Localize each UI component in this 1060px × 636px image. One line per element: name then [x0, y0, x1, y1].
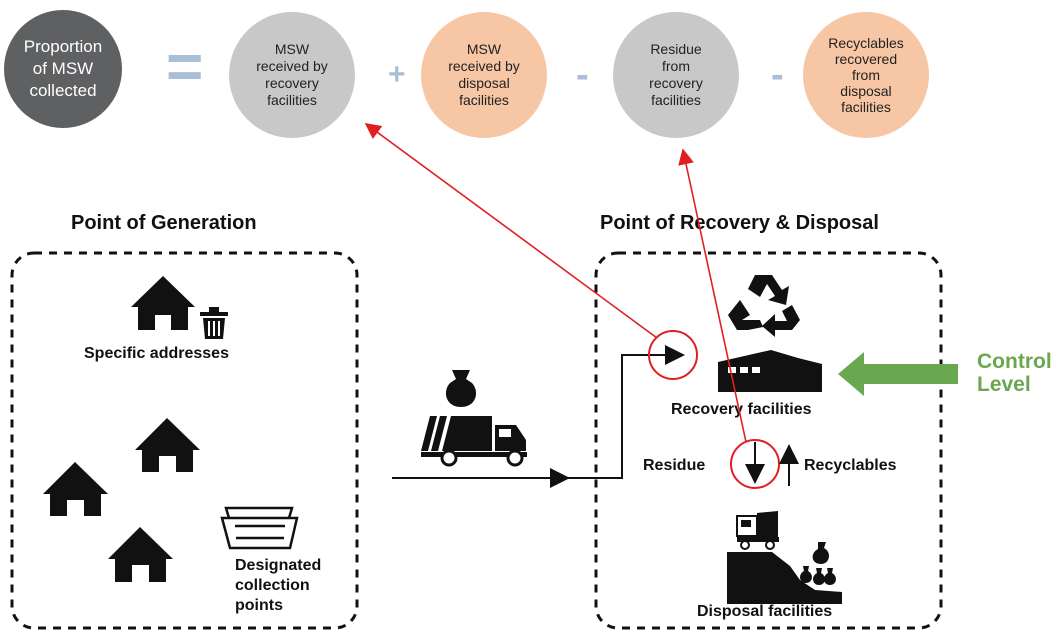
house-icon — [108, 527, 173, 582]
control-level-arrow — [838, 352, 958, 396]
proportion-collected-label: Proportion of MSW collected — [23, 37, 103, 100]
minus-operator-2: - — [771, 54, 784, 96]
designated-points-label: Designated collection points — [235, 557, 322, 614]
generation-box — [10, 251, 359, 630]
msw-disposal-label: MSW received by disposal facilities — [448, 41, 520, 108]
msw-recovery-label: MSW received by recovery facilities — [256, 41, 328, 108]
residue-recovery-label: Residue from recovery facilities — [649, 41, 703, 108]
residue-label: Residue — [643, 457, 706, 474]
factory-icon — [718, 350, 822, 392]
control-level-label: Control Level — [977, 350, 1052, 396]
specific-addresses-label: Specific addresses — [84, 345, 229, 362]
proportion-collected-circle: Proportion of MSW collected — [4, 10, 122, 128]
recyclables-disposal-label: Recyclables recovered from disposal faci… — [828, 35, 904, 115]
residue-recovery-circle: Residue from recovery facilities — [613, 12, 739, 138]
recovery-heading: Point of Recovery & Disposal — [600, 212, 879, 234]
residue-highlight-circle — [730, 439, 780, 489]
house-icon — [135, 418, 200, 472]
msw-disposal-circle: MSW received by disposal facilities — [421, 12, 547, 138]
garbage-bag-icon — [445, 370, 477, 407]
recovery-facilities-label: Recovery facilities — [671, 401, 812, 418]
garbage-truck-icon — [421, 416, 527, 467]
recycle-icon — [728, 275, 800, 337]
generation-heading: Point of Generation — [71, 212, 257, 234]
recyclables-label: Recyclables — [804, 457, 897, 474]
recyclables-disposal-circle: Recyclables recovered from disposal faci… — [803, 12, 929, 138]
skip-container-icon — [220, 506, 299, 550]
msw-recovery-circle: MSW received by recovery facilities — [229, 12, 355, 138]
minus-operator-1: - — [576, 54, 589, 96]
landfill-icon — [727, 542, 842, 604]
trash-bin-icon — [200, 307, 228, 339]
house-icon — [43, 462, 108, 516]
recovery-input-highlight-circle — [648, 330, 698, 380]
equals-operator: = — [166, 30, 204, 102]
residue-red-line — [678, 148, 747, 443]
recovery-box — [594, 251, 943, 630]
disposal-facilities-label: Disposal facilities — [697, 603, 833, 620]
collection-flow-line — [568, 345, 685, 479]
garbage-truck-icon — [736, 511, 779, 550]
recovery-input-red-line — [364, 123, 658, 339]
plus-operator: + — [388, 58, 406, 91]
house-icon — [131, 276, 195, 330]
